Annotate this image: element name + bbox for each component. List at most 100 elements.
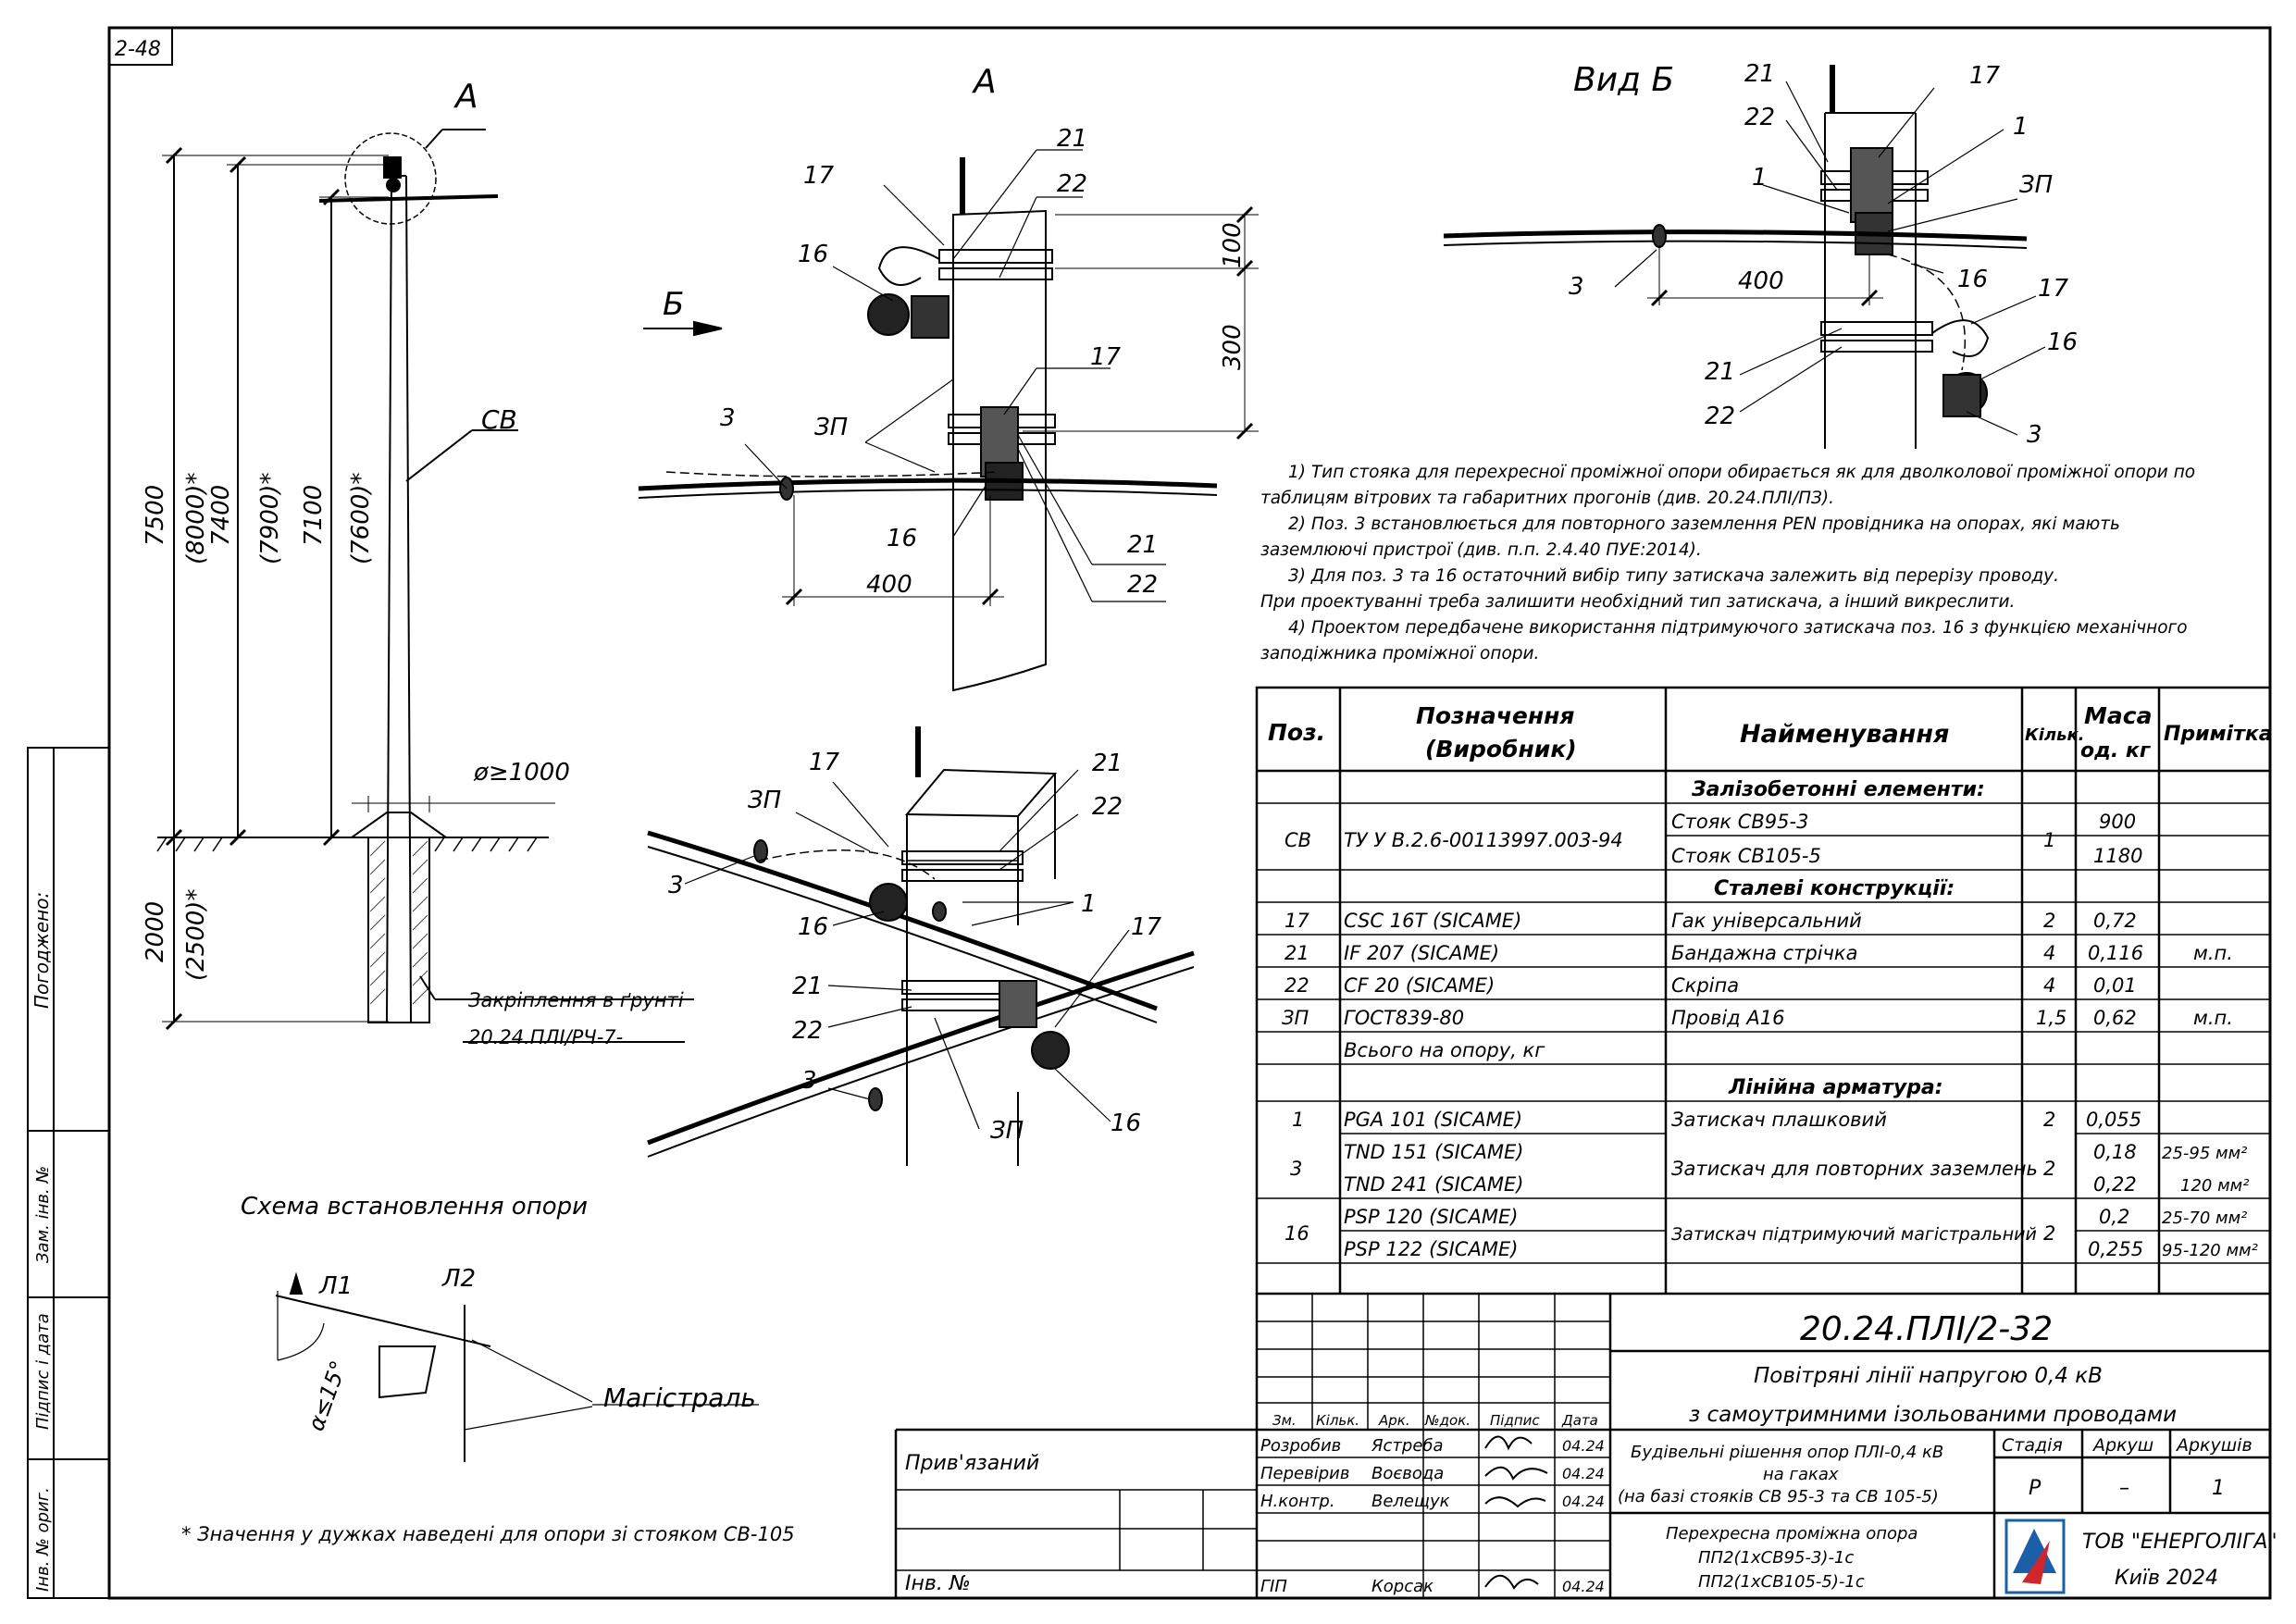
tb-sheet-label: Аркуш bbox=[2091, 1435, 2153, 1456]
r3-d1: TND 151 (SICAME) bbox=[1344, 1141, 1523, 1163]
ground-doc: 20.24.ПЛІ/РЧ-7- bbox=[468, 1026, 623, 1048]
iso-c21: 21 bbox=[1092, 750, 1123, 777]
r16-pos: 16 bbox=[1285, 1222, 1309, 1245]
iso-c16b: 16 bbox=[1111, 1110, 1141, 1137]
dim-7100: 7100 bbox=[300, 485, 328, 546]
r22-name: Скріпа bbox=[1671, 974, 1739, 997]
p1-role: Розробив bbox=[1260, 1436, 1341, 1456]
a-c22b: 22 bbox=[1127, 571, 1158, 599]
footnote: * Значення у дужках наведені для опори з… bbox=[181, 1523, 795, 1545]
p3-date: 04.24 bbox=[1562, 1493, 1605, 1510]
rzp-note: м.п. bbox=[2193, 1007, 2233, 1029]
schema-main: Магістраль bbox=[603, 1382, 756, 1413]
b-c1: 1 bbox=[2013, 113, 2029, 141]
a-c16b: 16 bbox=[887, 525, 917, 552]
th-designation-2: (Виробник) bbox=[1425, 736, 1577, 762]
dim-7400: 7400 bbox=[207, 485, 235, 546]
b-c22: 22 bbox=[1744, 104, 1775, 131]
iso-view bbox=[647, 726, 1195, 1166]
dim-300: 300 bbox=[1219, 324, 1247, 370]
b-c3b: 3 bbox=[2027, 421, 2042, 449]
sheet-code: 2-48 bbox=[115, 38, 161, 61]
b-c21b: 21 bbox=[1705, 358, 1735, 386]
r16-d2: PSP 122 (SICAME) bbox=[1344, 1238, 1518, 1260]
left-strip bbox=[27, 747, 110, 1599]
tb-stage: Р bbox=[2029, 1477, 2042, 1500]
r3-n2: 120 мм² bbox=[2180, 1176, 2249, 1196]
r17-name: Гак універсальний bbox=[1671, 910, 1862, 932]
detail-a bbox=[638, 149, 1259, 692]
cb-name1: Стояк СВ95-3 bbox=[1671, 811, 1808, 833]
iso-c1: 1 bbox=[1081, 890, 1097, 918]
tb-sheetname2: ПП2(1хСВ95-3)-1с bbox=[1698, 1548, 1854, 1568]
iso-c3: 3 bbox=[668, 872, 684, 899]
b-c17: 17 bbox=[1969, 62, 2001, 90]
note-2a: 2) Поз. 3 встановлюється для повторного … bbox=[1288, 514, 2120, 534]
tb-sheets: 1 bbox=[2212, 1477, 2225, 1500]
r3-n1: 25-95 мм² bbox=[2162, 1144, 2247, 1163]
cb-mass2: 1180 bbox=[2093, 845, 2142, 867]
r21-des: IF 207 (SICAME) bbox=[1344, 942, 1499, 964]
r16-n1: 25-70 мм² bbox=[2162, 1209, 2247, 1228]
r17-mass: 0,72 bbox=[2093, 910, 2137, 932]
cb-qty: 1 bbox=[2043, 829, 2055, 851]
p2-date: 04.24 bbox=[1562, 1465, 1605, 1482]
dim-2000: 2000 bbox=[142, 901, 169, 962]
rzp-qty: 1,5 bbox=[2036, 1007, 2066, 1029]
a-c3p: ЗП bbox=[814, 414, 848, 441]
p3-name: Велещук bbox=[1371, 1492, 1450, 1511]
cb-name2: Стояк СВ105-5 bbox=[1671, 845, 1821, 867]
r3-m1: 0,18 bbox=[2093, 1141, 2137, 1163]
col-pidpys: Підпис bbox=[1490, 1412, 1540, 1429]
note-1a: 1) Тип стояка для перехресної проміжної … bbox=[1288, 463, 2196, 482]
iso-c22: 22 bbox=[1092, 793, 1123, 821]
tb-title2: з самоутримними ізольованими проводами bbox=[1689, 1403, 2177, 1427]
dim-2500: (2500)* bbox=[182, 889, 210, 981]
r21-qty: 4 bbox=[2043, 942, 2055, 964]
rzp-pos: ЗП bbox=[1282, 1007, 1309, 1029]
r22-pos: 22 bbox=[1285, 974, 1309, 997]
r1-qty: 2 bbox=[2043, 1109, 2055, 1131]
th-name: Найменування bbox=[1740, 720, 1949, 749]
view-b bbox=[1443, 65, 2046, 449]
col-data: Дата bbox=[1561, 1412, 1598, 1429]
dim-7600: (7600)* bbox=[347, 473, 375, 564]
a-c16: 16 bbox=[798, 241, 828, 268]
dim-phi: ø≥1000 bbox=[473, 759, 570, 787]
signatures bbox=[1484, 1435, 1548, 1590]
strip-inv-zam: Зам. інв. № bbox=[33, 1166, 53, 1263]
th-note: Примітка bbox=[2164, 723, 2273, 746]
dim-400b: 400 bbox=[1738, 267, 1784, 295]
col-zm: Зм. bbox=[1272, 1412, 1297, 1429]
b-c3p: ЗП bbox=[2019, 171, 2053, 199]
label-view-b: Вид Б bbox=[1573, 61, 1674, 99]
note-3a: 3) Для поз. 3 та 16 остаточний вибір тип… bbox=[1288, 566, 2060, 586]
note-4a: 4) Проектом передбачене використання під… bbox=[1288, 618, 2188, 638]
r22-mass: 0,01 bbox=[2093, 974, 2137, 997]
cb-mass1: 900 bbox=[2099, 811, 2136, 833]
tb-code: 20.24.ПЛІ/2-32 bbox=[1800, 1310, 2053, 1348]
installation-schema bbox=[275, 1271, 759, 1462]
note-1b: таблицям вітрових та габаритних прогонів… bbox=[1260, 489, 1834, 508]
a-c17b: 17 bbox=[1090, 343, 1122, 371]
a-c21b: 21 bbox=[1127, 531, 1158, 559]
note-4b: заподіжника проміжної опори. bbox=[1260, 644, 1540, 663]
r22-qty: 4 bbox=[2043, 974, 2055, 997]
th-qty: Кільк. bbox=[2025, 725, 2085, 745]
dim-400a: 400 bbox=[866, 571, 912, 599]
r1-name: Затискач плашковий bbox=[1671, 1109, 1887, 1131]
th-mass-1: Маса bbox=[2084, 702, 2152, 729]
label-view-a-left: А bbox=[453, 78, 478, 116]
tb-bound: Прив'язаний bbox=[905, 1452, 1039, 1475]
p4-role: ГІП bbox=[1260, 1577, 1287, 1596]
iso-c22b: 22 bbox=[792, 1017, 823, 1045]
r16-n2: 95-120 мм² bbox=[2162, 1241, 2258, 1260]
dim-7500: 7500 bbox=[142, 485, 169, 546]
p3-role: Н.контр. bbox=[1260, 1492, 1335, 1511]
b-c22b: 22 bbox=[1705, 403, 1735, 430]
iso-c3p: ЗП bbox=[748, 787, 781, 814]
cb-pos: СВ bbox=[1285, 829, 1311, 851]
title-block-lines bbox=[894, 1294, 2270, 1598]
b-c17b: 17 bbox=[2038, 275, 2069, 303]
